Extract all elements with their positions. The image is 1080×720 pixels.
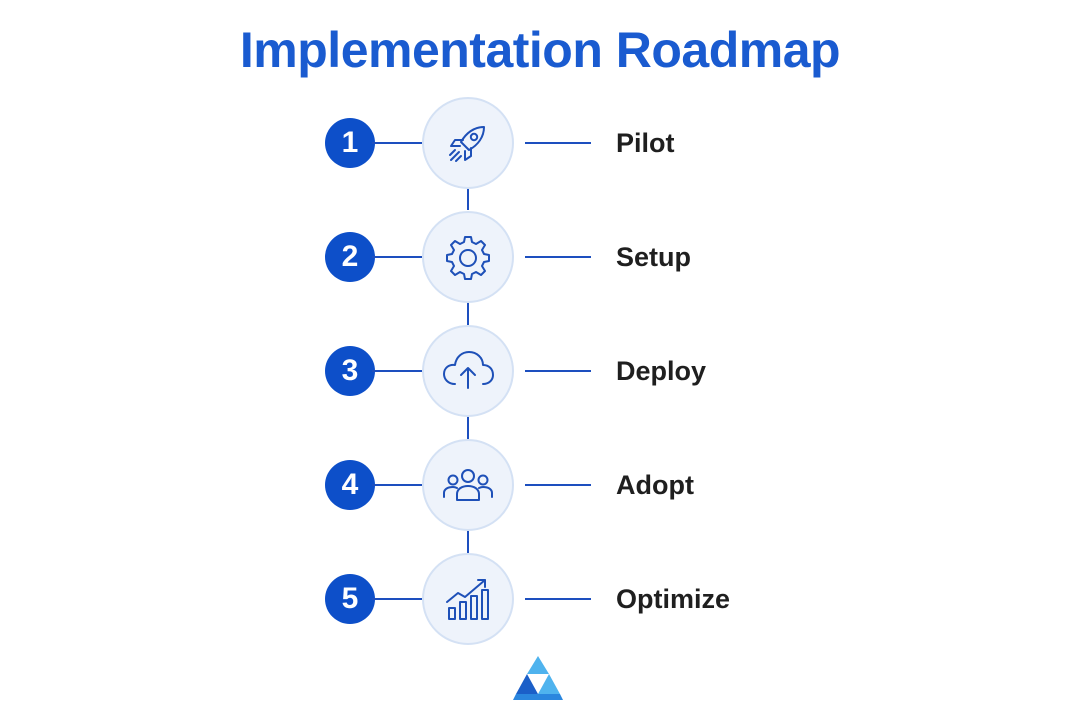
step-number-badge: 2 xyxy=(325,232,375,282)
icon-circle xyxy=(422,553,514,645)
connector-line xyxy=(525,256,591,258)
spine-connector xyxy=(467,301,469,325)
icon-circle xyxy=(422,211,514,303)
connector-line xyxy=(525,484,591,486)
step-label: Optimize xyxy=(616,584,731,614)
connector-line xyxy=(525,370,591,372)
icon-circle xyxy=(422,97,514,189)
step-label: Pilot xyxy=(616,128,675,158)
connector-line xyxy=(525,598,591,600)
triangle-logo-icon xyxy=(513,656,563,700)
connector-line xyxy=(372,142,422,144)
spine-connector xyxy=(467,186,469,210)
roadmap-step-adopt: 4 Adopt xyxy=(0,439,1080,531)
spine-connector xyxy=(467,415,469,439)
step-number-badge: 1 xyxy=(325,118,375,168)
gear-icon xyxy=(446,236,490,280)
connector-line xyxy=(372,484,422,486)
users-icon xyxy=(443,469,493,501)
connector-line xyxy=(372,598,422,600)
cloud-upload-icon xyxy=(443,351,494,389)
connector-line xyxy=(525,142,591,144)
roadmap-step-deploy: 3 Deploy xyxy=(0,325,1080,417)
roadmap-step-setup: 2 Setup xyxy=(0,211,1080,303)
step-number-badge: 4 xyxy=(325,460,375,510)
step-number-badge: 3 xyxy=(325,346,375,396)
connector-line xyxy=(372,256,422,258)
icon-circle xyxy=(422,439,514,531)
roadmap-step-pilot: 1 Pilot xyxy=(0,97,1080,189)
rocket-icon xyxy=(449,126,485,162)
icon-circle xyxy=(422,325,514,417)
step-label: Setup xyxy=(616,242,692,272)
step-label: Deploy xyxy=(616,356,707,386)
connector-line xyxy=(372,370,422,372)
step-number-badge: 5 xyxy=(325,574,375,624)
step-label: Adopt xyxy=(616,470,694,500)
page-title: Implementation Roadmap xyxy=(239,22,841,78)
spine-connector xyxy=(467,529,469,553)
growth-chart-icon xyxy=(446,579,489,620)
roadmap-step-optimize: 5 Optimize xyxy=(0,553,1080,645)
